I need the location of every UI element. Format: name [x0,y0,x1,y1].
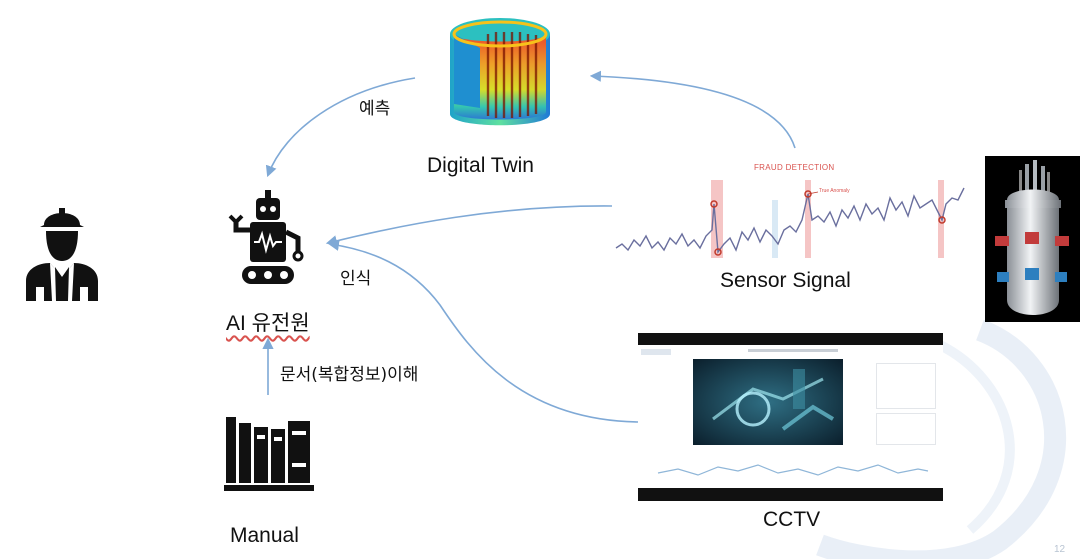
anomaly-band [772,200,778,258]
document-understanding-label: 문서(복합정보)이해 [280,365,419,385]
sensor-signal-label: Sensor Signal [720,269,851,292]
recognize-label: 인식 [340,269,372,289]
cctv-label: CCTV [763,508,821,531]
arrow-sensor-to-digital-twin [589,70,796,149]
worker-icon [26,208,98,301]
anomaly-marker [710,200,718,208]
arrow-cctv-to-ai [327,239,639,423]
ai-operator-text: AI 유전원 [226,312,310,335]
digital-twin-label: Digital Twin [427,154,534,177]
signal-line [615,187,965,254]
sensor-signal-chart: FRAUD DETECTION True Anomaly [612,160,968,260]
anomaly-band [805,180,811,258]
anomaly-marker [938,216,946,224]
manual-label: Manual [230,524,299,547]
books-icon [224,417,314,491]
cctv-screenshot-image [638,333,943,501]
anomaly-marker [714,248,722,256]
arrow-sensor-to-ai [325,205,613,247]
reactor-vessel-image [985,156,1080,322]
fraud-detection-title: FRAUD DETECTION [754,163,835,172]
true-anomaly-label: True Anomaly [819,188,850,194]
robot-icon [228,190,304,284]
ai-operator-label: AI 유전원 [226,307,310,337]
thermal-3d-model-image [450,18,550,126]
arrow-digital-twin-to-ai [265,77,416,178]
predict-label: 예측 [359,99,391,119]
anomaly-band [711,180,723,258]
anomaly-marker [804,190,812,198]
page-number: 12 [1054,544,1066,555]
